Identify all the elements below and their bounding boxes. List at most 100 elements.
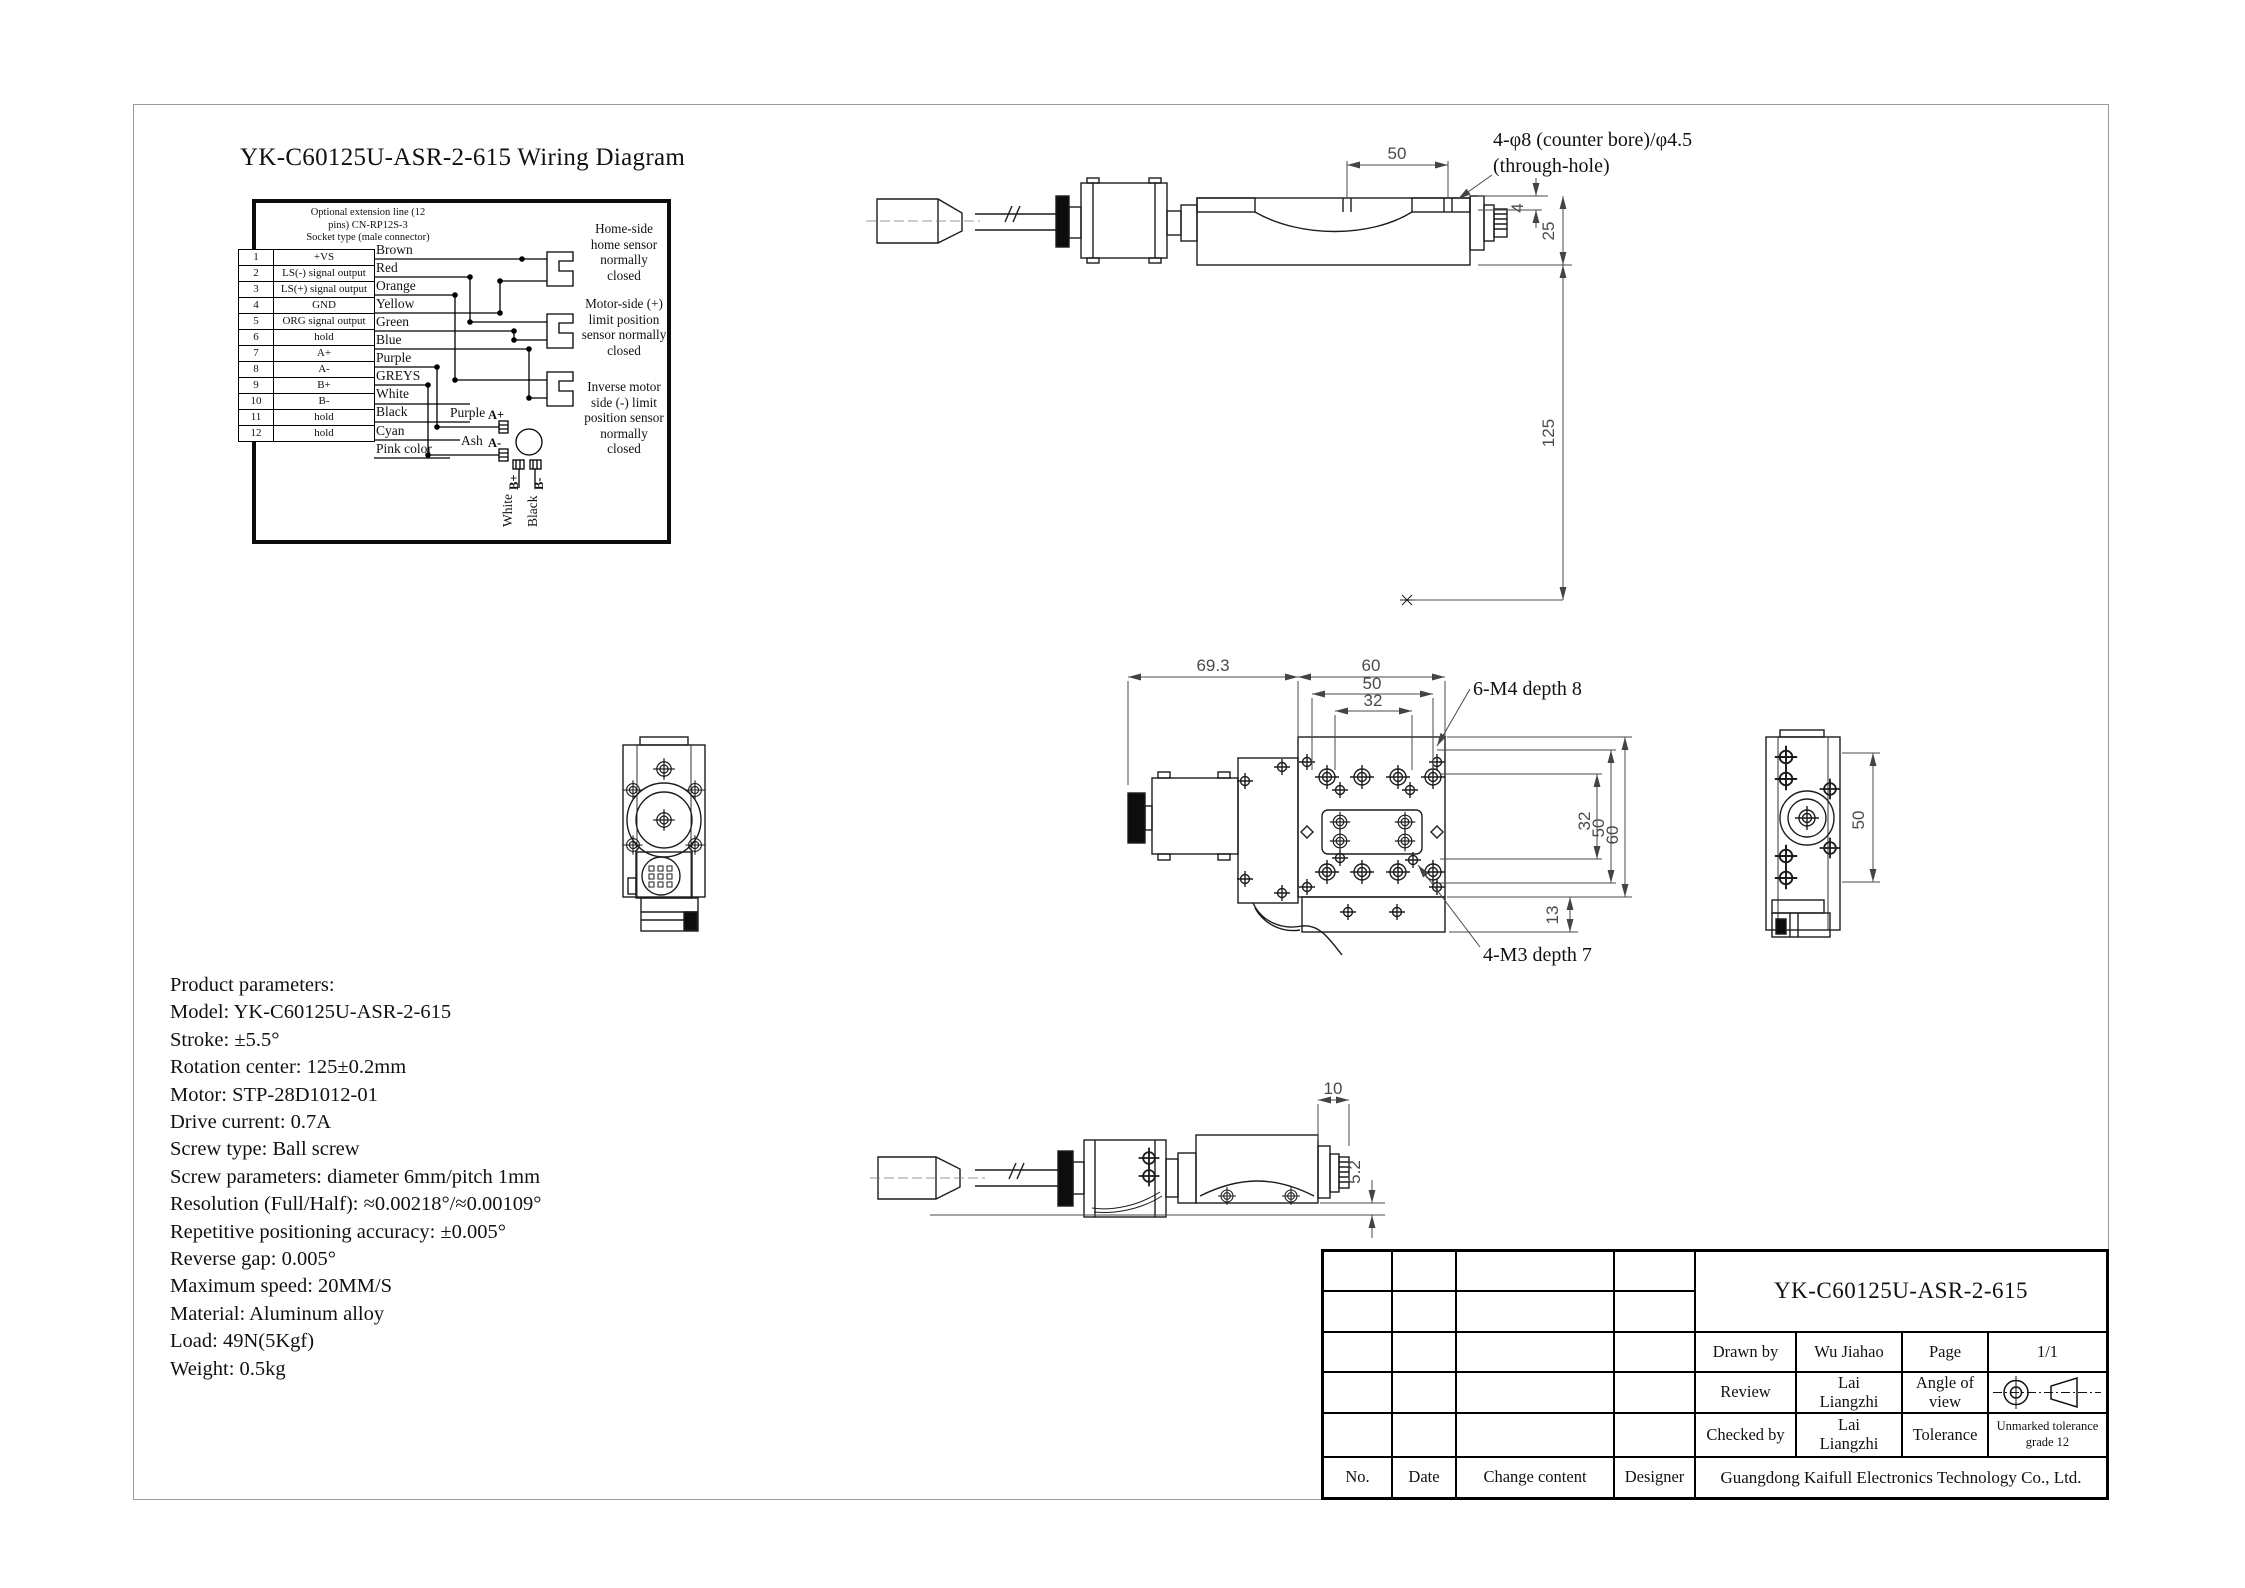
wire-color-label: White [376, 386, 409, 402]
title-block: No. Date Change content Designer YK-C601… [1321, 1249, 2109, 1500]
dim-side-25: 25 [1539, 222, 1558, 241]
pin-number: 4 [238, 297, 274, 314]
wire-color-label: Purple [376, 350, 412, 366]
lead-a-plus: A+ [488, 408, 505, 422]
wire-color-label: Cyan [376, 422, 405, 438]
designer-header: Designer [1614, 1457, 1695, 1498]
company-name: Guangdong Kaifull Electronics Technology… [1695, 1457, 2107, 1498]
dim-plan-32v: 32 [1575, 812, 1594, 831]
wire-color-row: Orange [376, 277, 432, 295]
tolerance-value: Unmarked tolerance grade 12 [1988, 1413, 2107, 1457]
dim-plan-60v: 60 [1603, 826, 1622, 845]
revision-cell [1614, 1372, 1695, 1413]
parameter-line: Weight: 0.5kg [170, 1357, 286, 1380]
pin-row: 5 ORG signal output [238, 313, 375, 330]
revision-cell [1456, 1291, 1614, 1332]
revision-cell [1323, 1332, 1392, 1372]
parameter-line: Resolution (Full/Half): ≈0.00218°/≈0.001… [170, 1193, 542, 1216]
wire-color-row: Brown [376, 241, 432, 259]
wire-color-label: Red [376, 259, 398, 275]
page-label: Page [1902, 1332, 1988, 1372]
date-header: Date [1392, 1457, 1456, 1498]
change-content-header: Change content [1456, 1457, 1614, 1498]
revision-cell [1392, 1413, 1456, 1457]
first-angle-projection-icon [1993, 1376, 2101, 1409]
checked-by-label: Checked by [1695, 1413, 1796, 1457]
revision-cell [1614, 1413, 1695, 1457]
pin-row: 12 hold [238, 425, 375, 442]
right-view-dimensions [1842, 752, 1880, 883]
pin-label: hold [273, 329, 375, 346]
pin-label: LS(+) signal output [273, 281, 375, 298]
pin-label: hold [273, 425, 375, 442]
pin-number: 8 [238, 361, 274, 378]
sheet-border [133, 104, 2109, 1500]
parameter-line: Load: 49N(5Kgf) [170, 1330, 315, 1353]
revision-cell [1323, 1372, 1392, 1413]
pin-row: 10 B- [238, 393, 375, 410]
wire-junction-dots [425, 256, 532, 458]
pin-row: 7 A+ [238, 345, 375, 362]
angle-of-view-label: Angle of view [1902, 1372, 1988, 1413]
drawn-by-label: Drawn by [1695, 1332, 1796, 1372]
pin-number: 7 [238, 345, 274, 362]
pin-row: 8 A- [238, 361, 375, 378]
parameter-line: Screw type: Ball screw [170, 1138, 360, 1161]
plan-view-dimensions [1127, 673, 1632, 948]
wire-color-row: Purple [376, 350, 432, 368]
pin-number: 1 [238, 249, 274, 266]
note-m4: 6-M4 depth 8 [1473, 678, 1582, 700]
dim-plan-13: 13 [1543, 906, 1562, 925]
parameter-line: Reverse gap: 0.005° [170, 1248, 336, 1271]
projection-symbol-cell [1988, 1372, 2107, 1413]
pin-label: B+ [273, 377, 375, 394]
parameter-line: Product parameters: [170, 974, 335, 996]
revision-cell [1392, 1251, 1456, 1291]
part-number: YK-C60125U-ASR-2-615 [1695, 1251, 2107, 1332]
pin-number: 5 [238, 313, 274, 330]
wiring-diagram-title: YK-C60125U-ASR-2-615 Wiring Diagram [240, 144, 686, 171]
bottom-view-dimensions [930, 1096, 1385, 1238]
wire-color-label: Orange [376, 277, 416, 293]
side-view-dimensions [1346, 161, 1572, 606]
revision-cell [1614, 1251, 1695, 1291]
page-value: 1/1 [1988, 1332, 2107, 1372]
pin-number: 10 [238, 393, 274, 410]
product-parameters: Product parameters:Model: YK-C60125U-ASR… [170, 972, 541, 1383]
parameter-line: Stroke: ±5.5° [170, 1028, 280, 1051]
bottom-view [870, 1134, 1350, 1218]
wire-color-label: Green [376, 313, 409, 329]
wire-color-label: GREYS [376, 368, 421, 384]
hole-callout-line2: (through-hole) [1493, 155, 1610, 177]
pin-number: 6 [238, 329, 274, 346]
title-block-border [1321, 1249, 2109, 1500]
pin-table: 1 +VS 2 LS(-) signal output 3 LS(+) sign… [238, 249, 375, 442]
revision-cell [1614, 1332, 1695, 1372]
wire-color-row: Blue [376, 331, 432, 349]
left-end-view [622, 736, 706, 932]
pin-row: 1 +VS [238, 249, 375, 266]
revision-cell [1392, 1332, 1456, 1372]
wiring-note-line: Optional extension line (12 [310, 207, 426, 218]
dim-side-4: 4 [1508, 203, 1527, 212]
wire-color-row: Cyan [376, 422, 432, 440]
pin-row: 4 GND [238, 297, 375, 314]
dim-plan-60: 60 [1362, 656, 1381, 675]
revision-cell [1456, 1413, 1614, 1457]
wire-color-row: Green [376, 313, 432, 331]
revision-cell [1456, 1372, 1614, 1413]
parameter-line: Screw parameters: diameter 6mm/pitch 1mm [170, 1165, 541, 1188]
lead-b-minus: B- [532, 477, 546, 491]
parameter-line: Maximum speed: 20MM/S [170, 1275, 393, 1298]
parameter-line: Repetitive positioning accuracy: ±0.005° [170, 1220, 506, 1243]
pin-number: 12 [238, 425, 274, 442]
dim-bottom-10: 10 [1324, 1079, 1343, 1098]
pin-label: LS(-) signal output [273, 265, 375, 282]
wiring-note-line: Socket type (male connector) [306, 232, 430, 244]
revision-cell [1323, 1291, 1392, 1332]
lead-a-plus-color: Purple [450, 405, 486, 420]
no-header: No. [1323, 1457, 1392, 1498]
dim-plan-50v: 50 [1589, 819, 1608, 838]
wire-color-label: Yellow [376, 295, 415, 311]
